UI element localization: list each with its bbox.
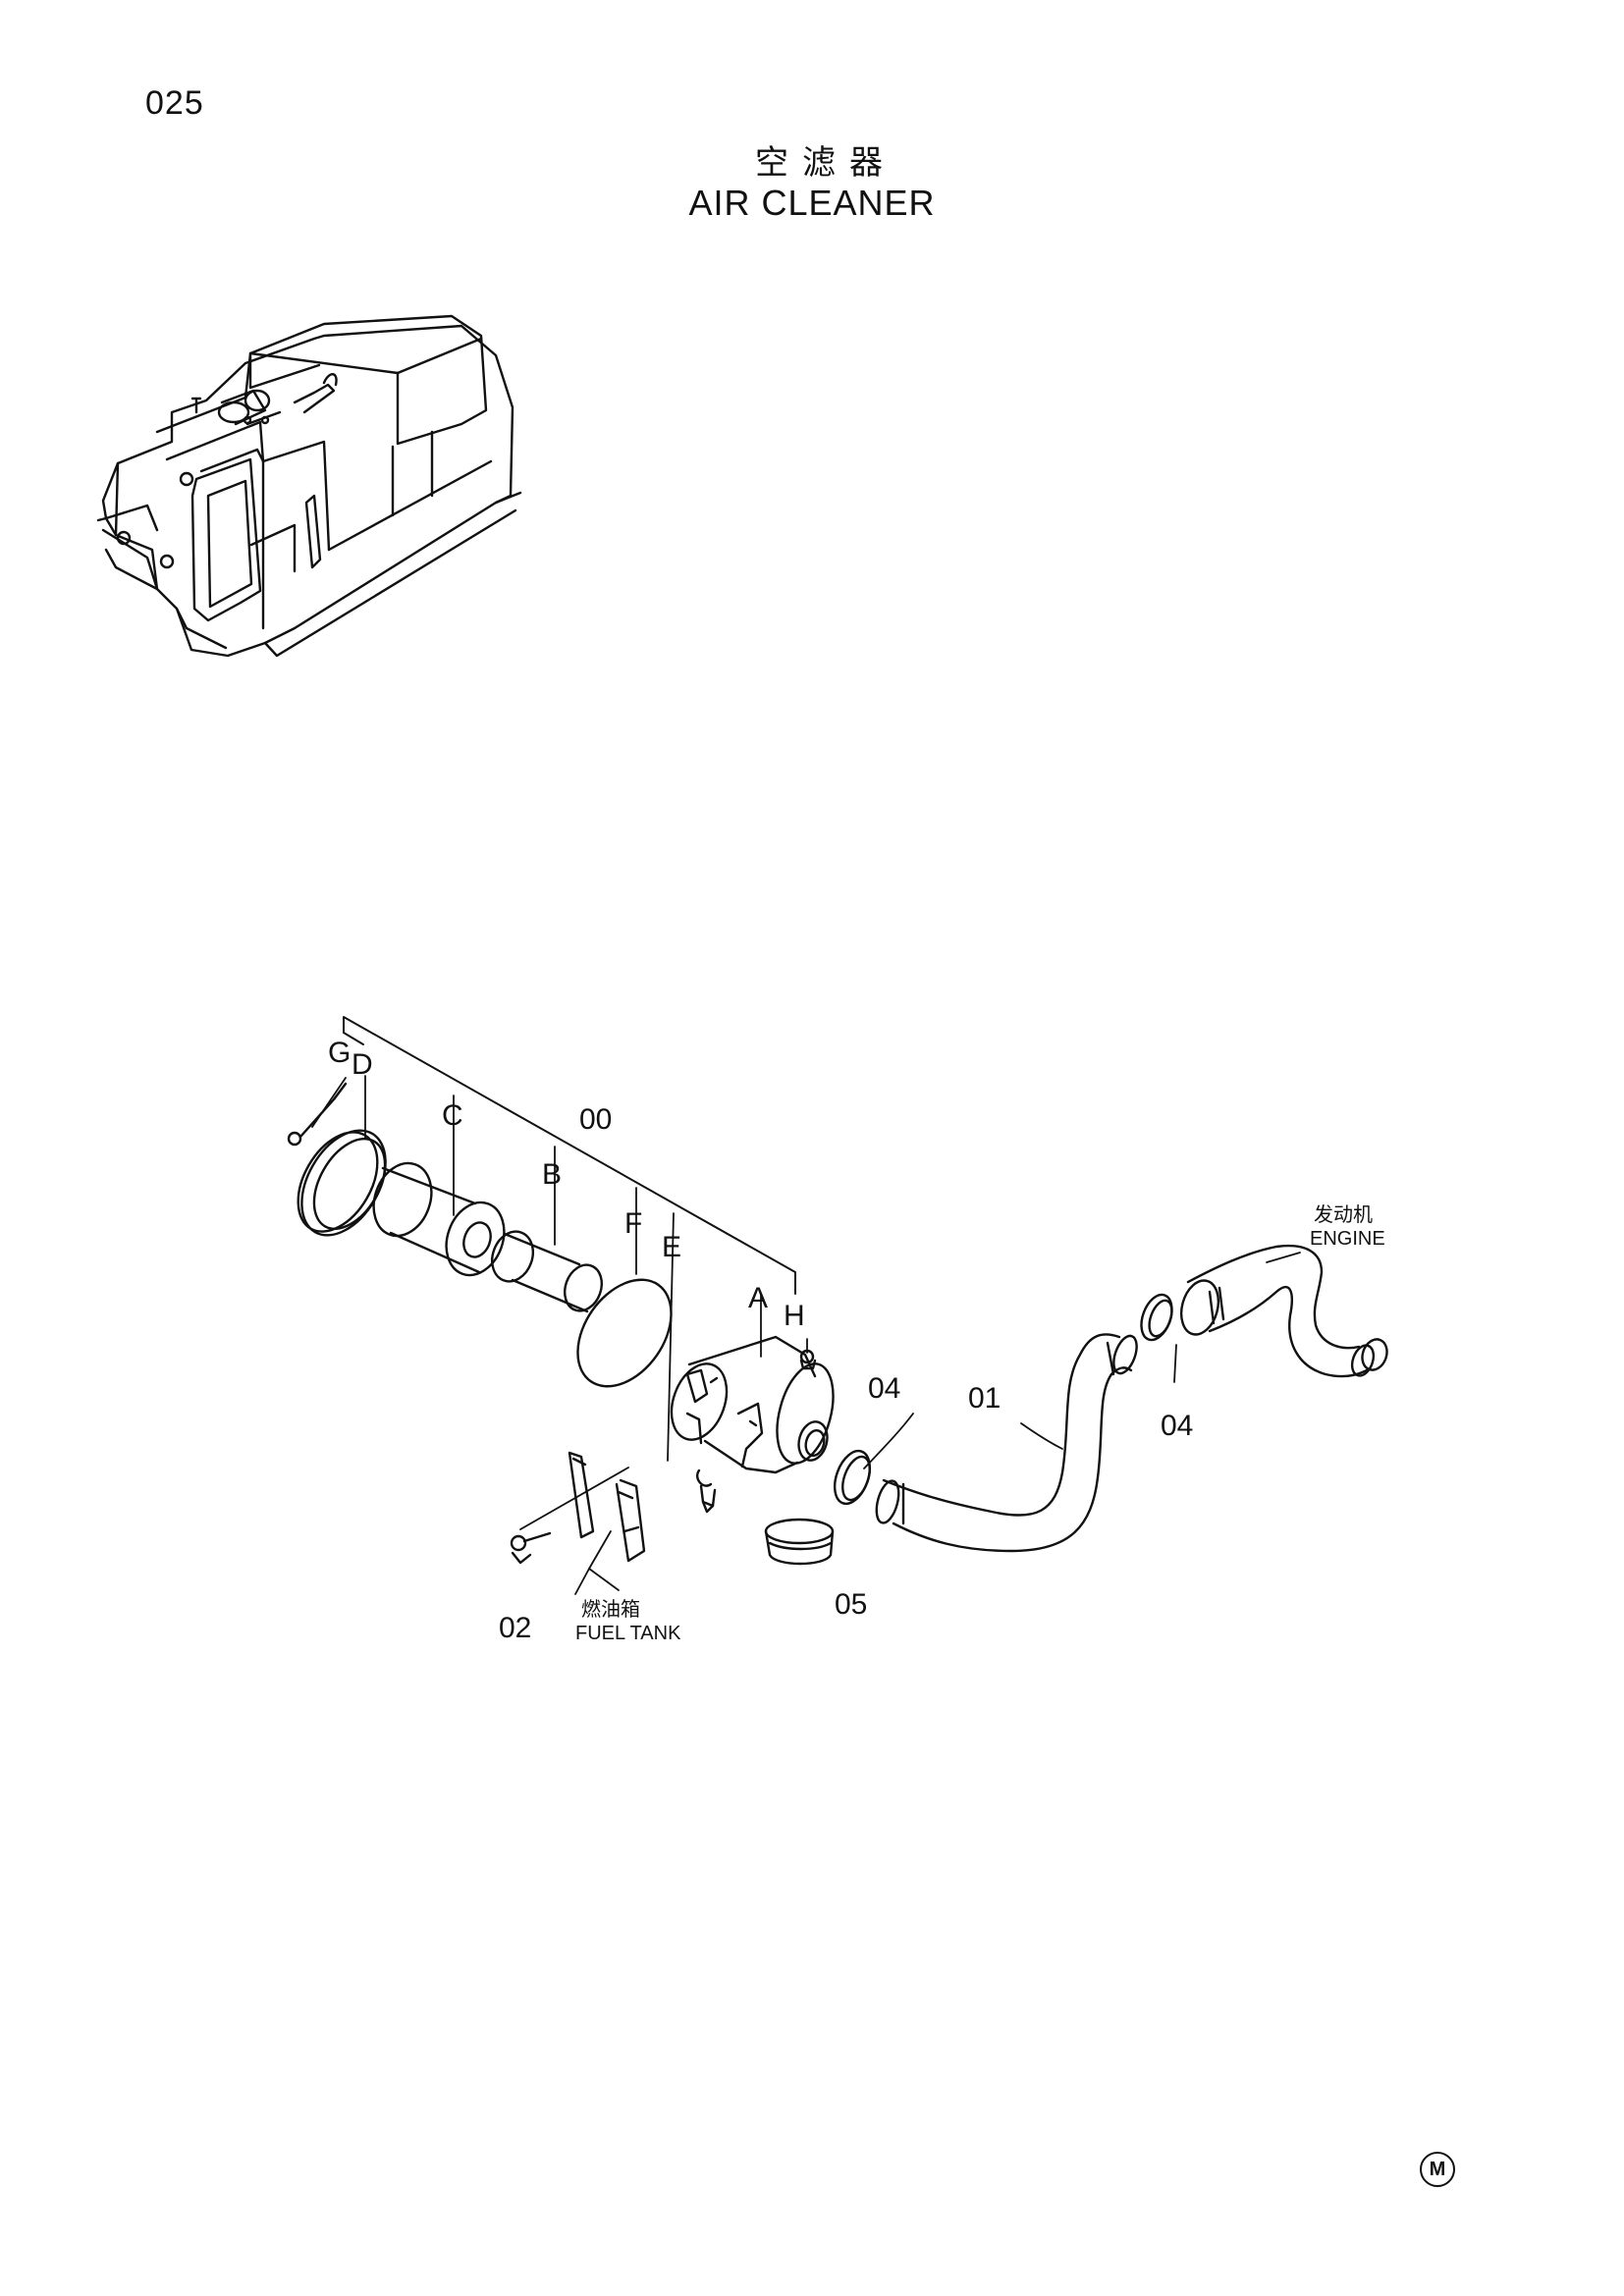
- manufacturer-mark-icon: M: [1420, 2152, 1455, 2187]
- callout-d: D: [352, 1048, 373, 1081]
- engine-label-en: ENGINE: [1310, 1228, 1385, 1250]
- fuel-tank-label-en: FUEL TANK: [575, 1623, 681, 1644]
- callout-g: G: [328, 1037, 351, 1069]
- callout-e: E: [662, 1231, 681, 1263]
- part-04-clamp-left-icon: [833, 1449, 872, 1506]
- callout-a: A: [748, 1282, 768, 1314]
- fuel-tank-bracket-icon: [568, 1451, 646, 1563]
- callout-04-left: 04: [868, 1372, 900, 1405]
- part-h-valve-icon: [799, 1349, 817, 1370]
- part-g-tag-icon: [287, 1082, 348, 1147]
- callout-02: 02: [499, 1612, 531, 1644]
- title-english: AIR CLEANER: [688, 183, 936, 223]
- callout-b: B: [542, 1158, 562, 1191]
- part-01-hose-icon: [875, 1333, 1138, 1553]
- callout-01: 01: [968, 1382, 1001, 1415]
- callout-f: F: [624, 1207, 642, 1240]
- callout-h: H: [784, 1300, 805, 1332]
- callout-00: 00: [579, 1103, 612, 1136]
- part-05-cap-icon: [764, 1518, 835, 1566]
- excavator-locator-icon: [96, 314, 522, 658]
- part-c-outer-element-icon: [372, 1161, 506, 1277]
- part-e-indicator-icon: [696, 1468, 717, 1514]
- engine-intake-elbow-icon: [1179, 1244, 1388, 1378]
- callout-c: C: [442, 1099, 463, 1132]
- page-number: 025: [145, 84, 204, 122]
- part-02-bolt-icon: [510, 1531, 552, 1565]
- callout-04-right: 04: [1161, 1410, 1193, 1442]
- engine-label-cn: 发动机: [1314, 1202, 1373, 1226]
- part-04-clamp-right-icon: [1140, 1293, 1173, 1342]
- title-chinese: 空滤器: [755, 143, 896, 183]
- part-f-gasket-icon: [576, 1278, 673, 1388]
- fuel-tank-label-cn: 燃油箱: [581, 1597, 640, 1621]
- callout-05: 05: [835, 1588, 867, 1621]
- part-b-inner-element-icon: [491, 1230, 604, 1313]
- air-cleaner-location-icon: [190, 373, 338, 426]
- assembly-bracket-line: [343, 1016, 796, 1295]
- part-a-housing-icon: [670, 1335, 835, 1474]
